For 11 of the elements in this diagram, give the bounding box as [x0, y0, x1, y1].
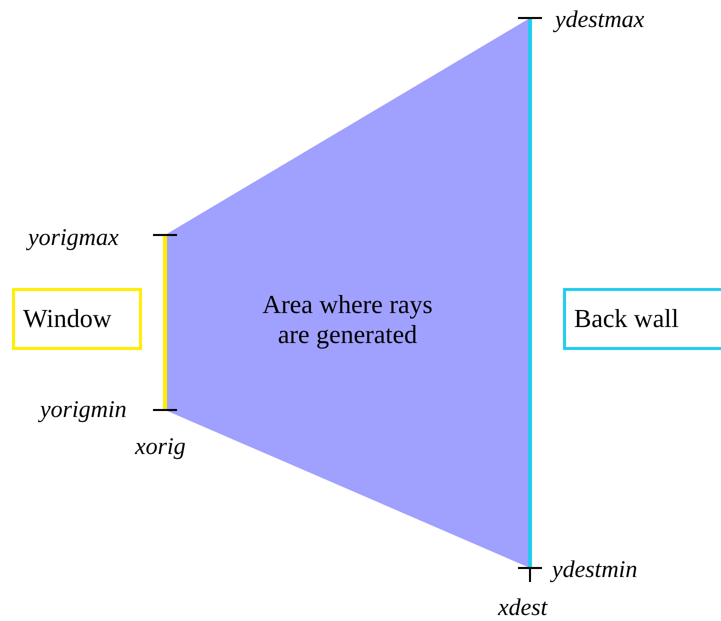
- box-label: Window: [23, 304, 112, 334]
- box-label: Back wall: [574, 304, 679, 334]
- axis-label: xorig: [135, 435, 186, 459]
- label-box: [12, 288, 142, 350]
- axis-label: ydestmin: [552, 558, 638, 582]
- area-label: Area where rays are generated: [261, 290, 434, 350]
- axis-label: ydestmax: [555, 8, 644, 32]
- axis-label: yorigmax: [28, 226, 119, 250]
- label-box: [563, 288, 721, 350]
- axis-label: xdest: [498, 596, 548, 620]
- axis-label: yorigmin: [40, 398, 127, 422]
